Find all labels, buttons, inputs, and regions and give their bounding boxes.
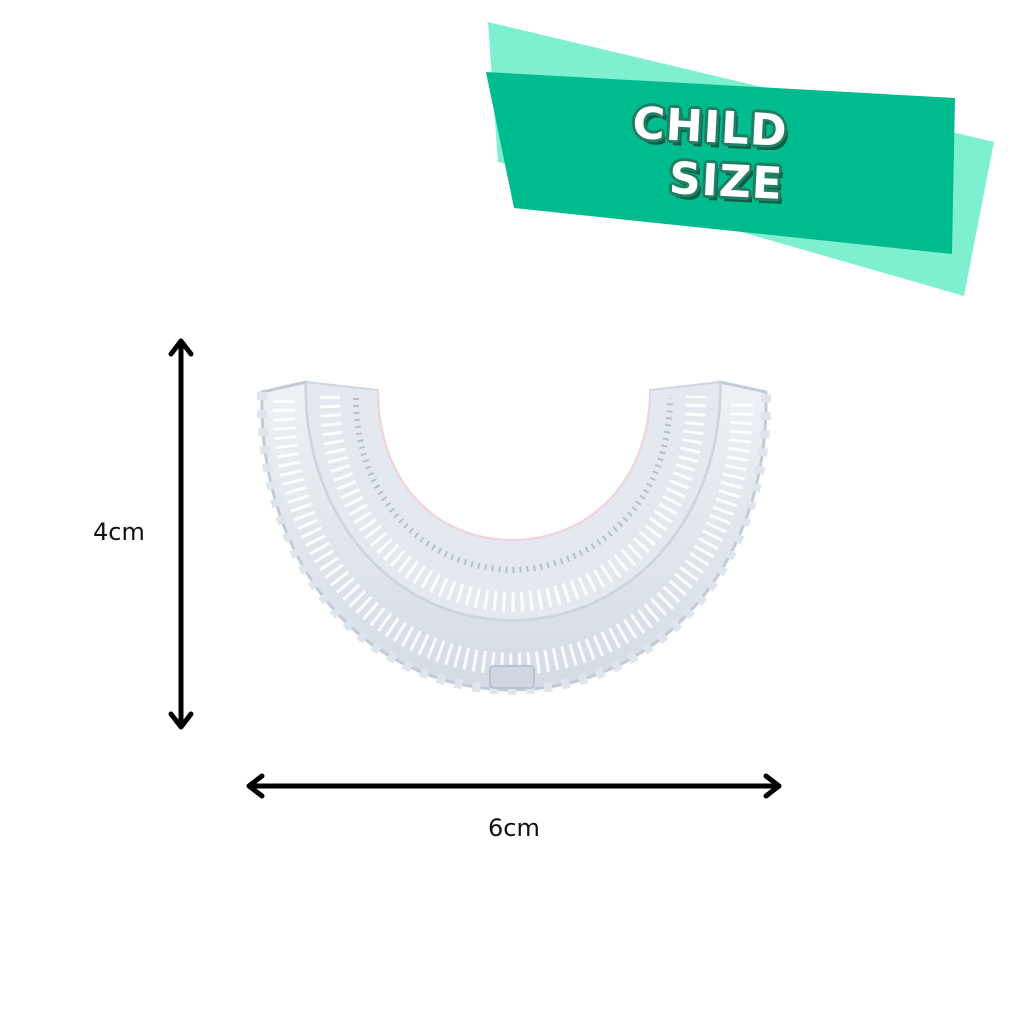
- width-dimension-label: 6cm: [488, 814, 540, 842]
- height-arrow: [168, 338, 194, 730]
- child-size-banner: [486, 22, 994, 296]
- banner-front-shape: [486, 72, 955, 254]
- width-arrow: [246, 773, 782, 799]
- u-shaped-toothbrush-head-icon: [256, 380, 772, 696]
- height-dimension-label: 4cm: [93, 518, 145, 546]
